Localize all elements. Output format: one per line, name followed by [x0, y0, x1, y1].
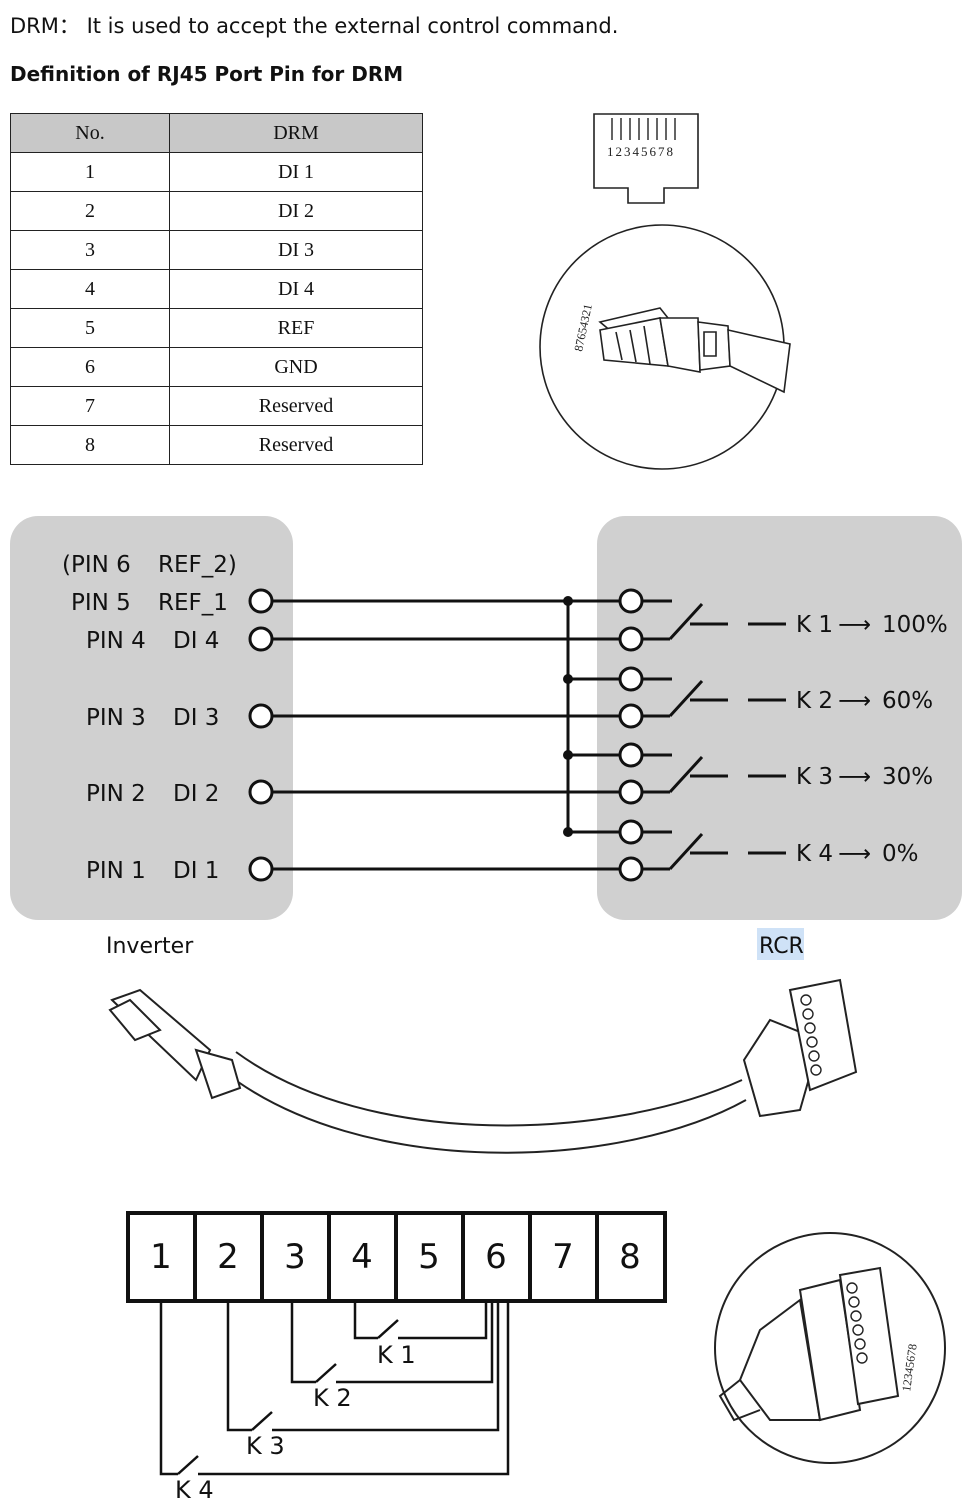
- arrow-icon: ⟶: [838, 612, 871, 638]
- pin-label: PIN 2: [86, 781, 146, 807]
- wiring: [272, 599, 786, 871]
- inverter-caption: Inverter: [106, 934, 194, 959]
- switch-label: K 3: [246, 1432, 285, 1460]
- inverter-panel: [10, 516, 293, 920]
- terminal-number: 6: [485, 1237, 507, 1277]
- rcr-switch-labels: K 1 ⟶ 100% K 2 ⟶ 60% K 3 ⟶ 30% K 4 ⟶ 0%: [796, 612, 948, 867]
- cell-drm: Reserved: [169, 425, 423, 465]
- arrow-icon: ⟶: [838, 764, 871, 790]
- terminal-number: 3: [284, 1237, 306, 1277]
- intro-prefix: DRM：: [10, 14, 80, 38]
- intro-line: DRM： It is used to accept the external c…: [10, 10, 618, 40]
- inverter-pin-labels: (PIN 6 REF_2) PIN 5 REF_1 PIN 4 DI 4 PIN…: [62, 552, 237, 884]
- section-title: Definition of RJ45 Port Pin for DRM: [10, 62, 404, 86]
- rj45-plug-icon: 87654321: [539, 224, 791, 470]
- signal-label: DI 1: [173, 858, 219, 884]
- signal-label: REF_2): [158, 552, 237, 578]
- terminal-number: 4: [351, 1237, 373, 1277]
- signal-label: DI 2: [173, 781, 219, 807]
- terminal-number: 5: [418, 1237, 440, 1277]
- cell-drm: DI 2: [169, 191, 423, 231]
- cell-drm: Reserved: [169, 386, 423, 426]
- signal-label: DI 3: [173, 705, 219, 731]
- arrow-icon: ⟶: [838, 688, 871, 714]
- switch-value: 0%: [882, 841, 919, 867]
- switch-label: K 4: [175, 1476, 214, 1504]
- terminal-number: 8: [619, 1237, 641, 1277]
- switch-name: K 3: [796, 764, 833, 790]
- cell-drm: GND: [169, 347, 423, 387]
- rcr-caption: RCR: [759, 934, 804, 959]
- signal-label: REF_1: [158, 590, 228, 616]
- switch-name: K 2: [796, 688, 833, 714]
- terminal-number: 7: [552, 1237, 574, 1277]
- switch-label: K 2: [313, 1384, 352, 1412]
- junction-dots: [563, 596, 573, 837]
- pin-label: PIN 5: [71, 590, 131, 616]
- switch-value: 100%: [882, 612, 948, 638]
- terminal-switch-labels: K 1 K 2 K 3 K 4: [175, 1341, 416, 1504]
- arrow-icon: ⟶: [838, 841, 871, 867]
- cell-no: 8: [10, 425, 170, 465]
- switch-value: 30%: [882, 764, 933, 790]
- switch-name: K 1: [796, 612, 833, 638]
- rj45-port-icon: 12345678: [593, 113, 699, 204]
- cell-no: 1: [10, 152, 170, 192]
- pin-label: PIN 1: [86, 858, 146, 884]
- switch-name: K 4: [796, 841, 833, 867]
- cell-no: 2: [10, 191, 170, 231]
- pin-label: PIN 4: [86, 628, 146, 654]
- pin-label: PIN 3: [86, 705, 146, 731]
- terminal-plug-icon: 12345678: [714, 1232, 946, 1464]
- cell-drm: REF: [169, 308, 423, 348]
- pin-label: (PIN 6: [62, 552, 131, 578]
- switch-label: K 1: [377, 1341, 416, 1369]
- terminal-block: 1 2 3 4 5 6 7 8: [126, 1211, 667, 1303]
- table-header-row: No. DRM: [10, 113, 423, 153]
- terminal-number: 1: [150, 1237, 172, 1277]
- switch-value: 60%: [882, 688, 933, 714]
- rj45-plug-pin-label: 87654321: [571, 303, 595, 353]
- plug-terminal-pin-label: 12345678: [899, 1343, 920, 1392]
- signal-label: DI 4: [173, 628, 219, 654]
- rj45-port-pin-label: 12345678: [607, 144, 675, 159]
- cell-drm: DI 4: [169, 269, 423, 309]
- terminal-wiring: [159, 1301, 510, 1476]
- rcr-caption-highlight: [757, 928, 804, 960]
- terminal-number: 2: [217, 1237, 239, 1277]
- cell-no: 6: [10, 347, 170, 387]
- intro-text: It is used to accept the external contro…: [86, 14, 619, 38]
- terminal-circles: [248, 588, 644, 882]
- drm-cable-icon: [108, 978, 858, 1154]
